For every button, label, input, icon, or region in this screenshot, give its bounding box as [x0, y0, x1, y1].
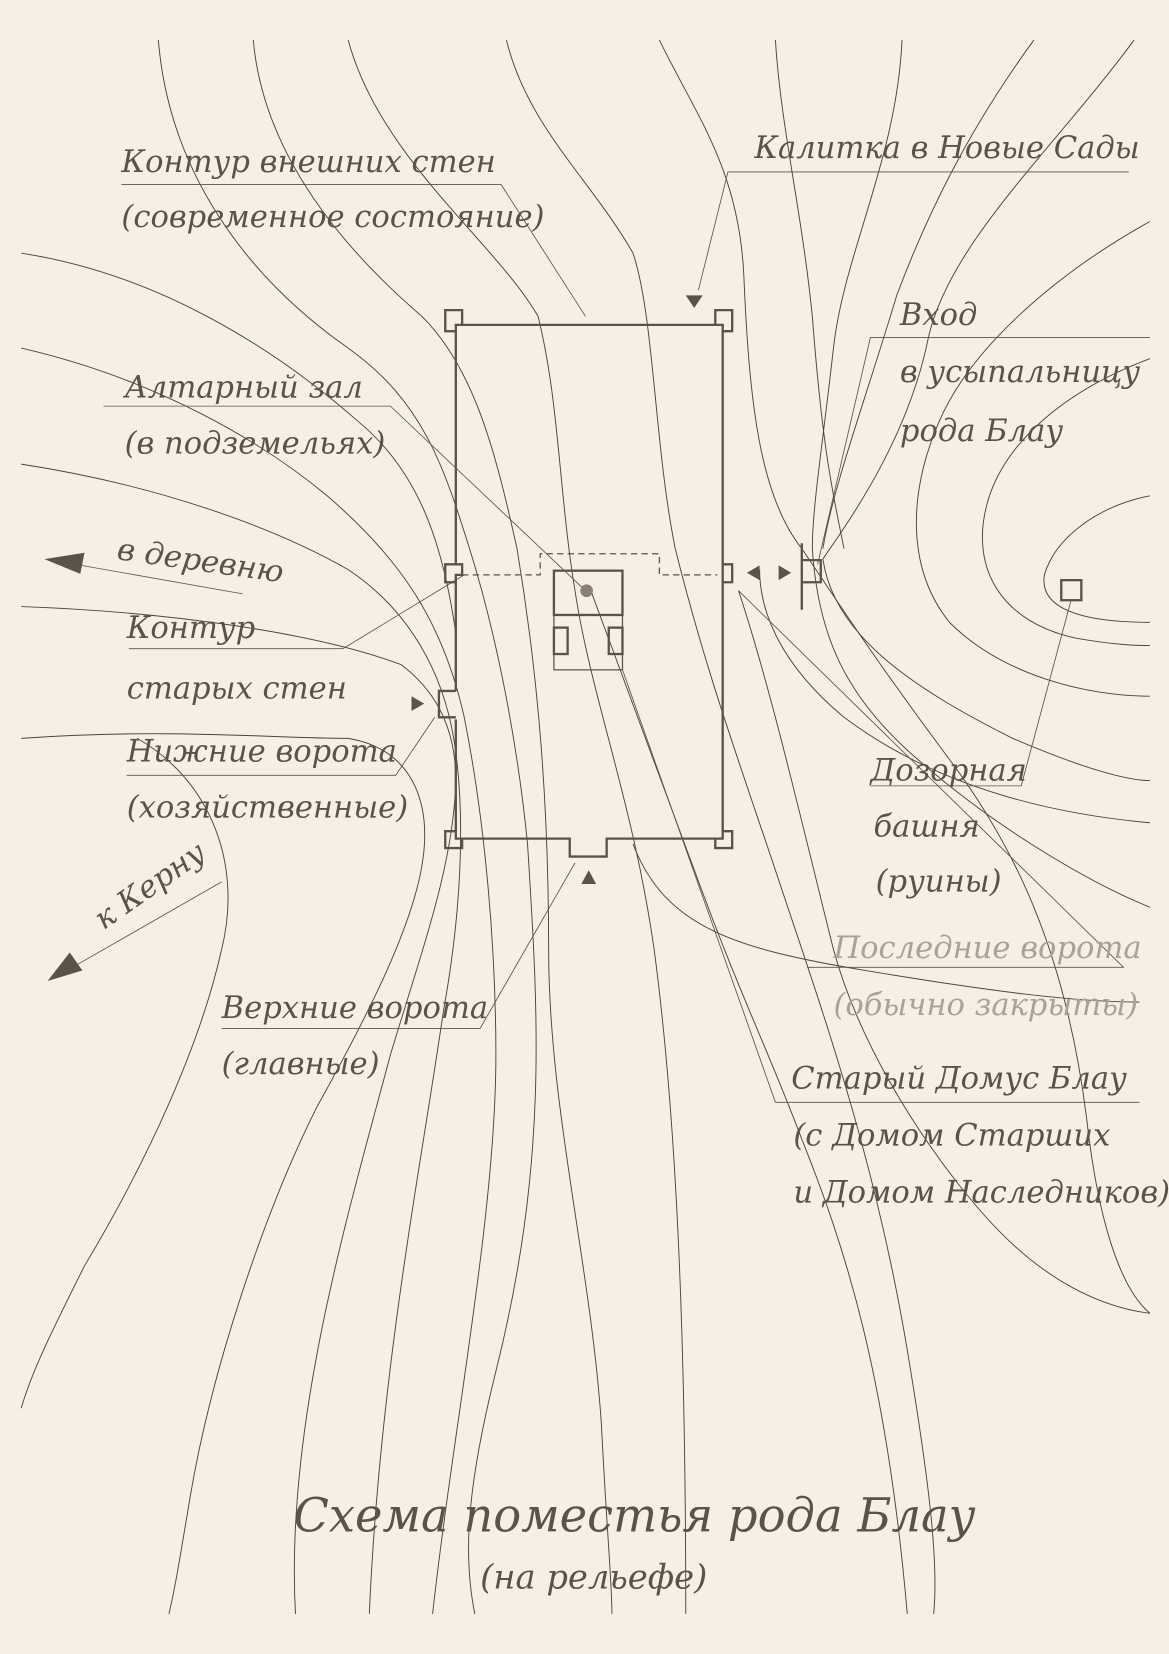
label-lower-gate-note: (хозяйственные) [127, 791, 408, 826]
corner-towers [437, 308, 734, 850]
estate-plan [411, 295, 1083, 884]
label-old-walls-2: старых стен [127, 671, 347, 706]
outer-wall [454, 323, 724, 858]
wicket-arrow-icon [685, 295, 703, 309]
label-old-domus: Старый Домус Блау [791, 1062, 1127, 1097]
contour-lines [20, 39, 1151, 1615]
label-crypt-3: рода Блау [900, 414, 1063, 449]
label-watchtower-3: (руины) [876, 864, 1002, 899]
label-lower-gate: Нижние ворота [126, 735, 397, 770]
label-old-walls-1: Контур [126, 611, 256, 646]
arrow-to-village-icon [44, 552, 243, 595]
label-old-domus-2: (с Домом Старших [793, 1119, 1110, 1154]
label-last-gate: Последние ворота [832, 931, 1141, 966]
watchtower-ruin [1060, 579, 1083, 602]
lower-gate-arrow-icon [411, 696, 425, 711]
label-altar-hall-note: (в подземельях) [125, 427, 386, 462]
label-watchtower-1: Дозорная [868, 754, 1027, 789]
old-wall-outline [462, 553, 718, 576]
label-crypt-2: в усыпальницу [900, 355, 1140, 390]
altar-building [552, 569, 624, 617]
label-old-domus-3: и Домом Наследников) [793, 1176, 1169, 1211]
leader-lines [103, 171, 1150, 1103]
last-gate-arrow-left-icon [746, 565, 760, 581]
label-wicket: Калитка в Новые Сады [753, 131, 1139, 166]
map-subtitle: (на рельефе) [480, 1558, 707, 1597]
label-watchtower-2: башня [874, 809, 980, 844]
label-upper-gate: Верхние ворота [221, 991, 488, 1026]
direction-arrows [44, 552, 243, 982]
label-altar-hall: Алтарный зал [123, 371, 363, 406]
label-upper-gate-note: (главные) [222, 1047, 380, 1082]
arrow-to-kern-icon [47, 881, 222, 982]
label-outer-walls: Контур внешних стен [120, 145, 495, 180]
domus-wing-right [607, 626, 624, 656]
upper-gate-arrow-icon [581, 870, 597, 884]
domus-wing-left [552, 626, 569, 656]
altar-hall-marker [580, 584, 593, 598]
lower-gate-structure [437, 689, 456, 719]
label-last-gate-note: (обычно закрыты) [833, 988, 1138, 1023]
last-gate-arrow-right-icon [778, 565, 792, 581]
crypt-entrance [800, 543, 822, 610]
map-title: Схема поместья рода Блау [293, 1489, 975, 1543]
label-crypt-1: Вход [899, 298, 978, 333]
label-outer-walls-note: (современное состояние) [121, 200, 544, 235]
